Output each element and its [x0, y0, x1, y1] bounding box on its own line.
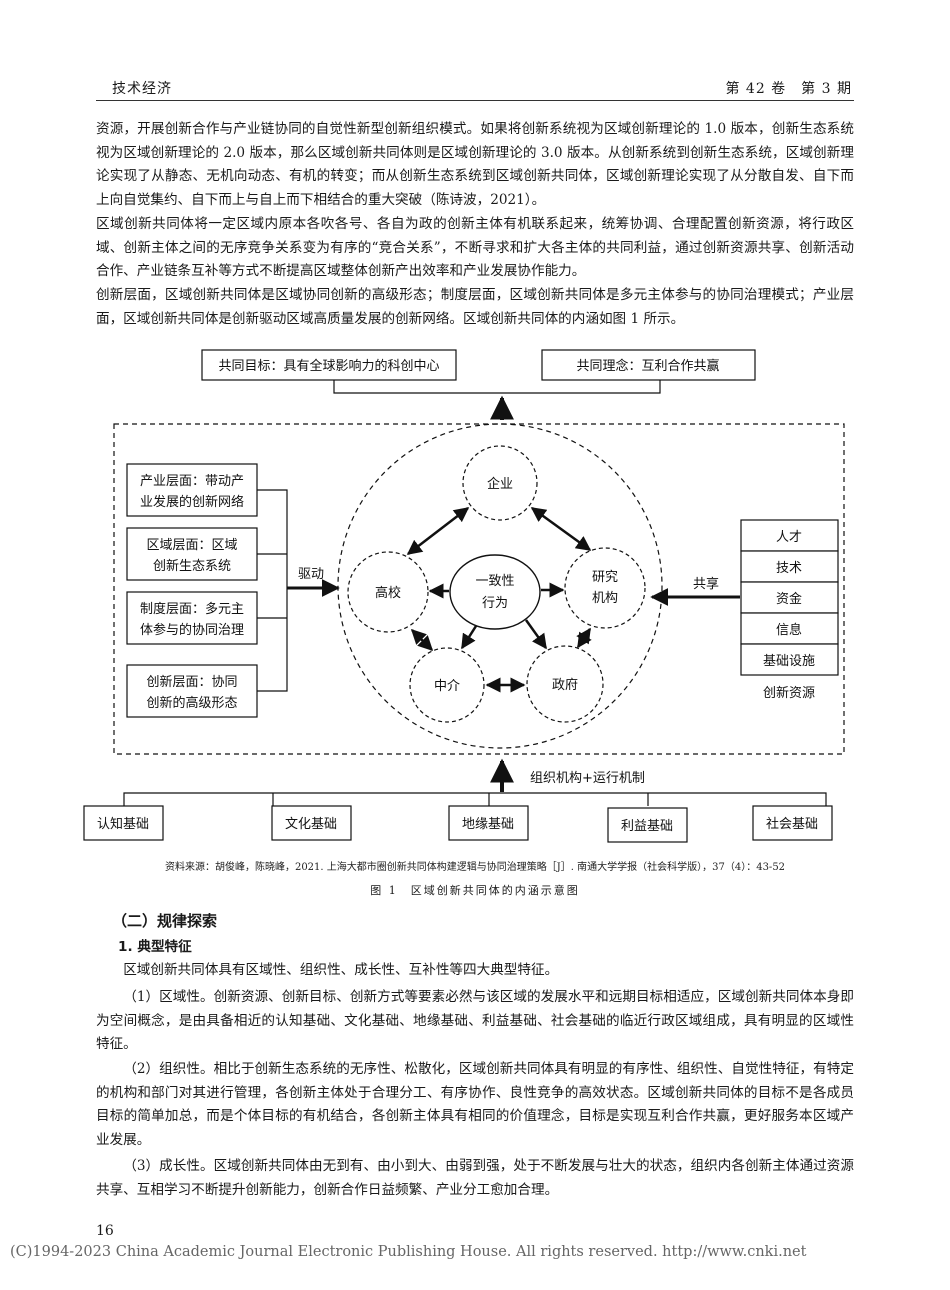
goal-box	[201, 349, 457, 381]
foundation-cultural-label: 文化基础	[285, 817, 337, 832]
arrow-research-government	[576, 627, 592, 649]
node-research-label-1: 研究	[592, 570, 618, 585]
resource-information-label: 信息	[776, 622, 802, 638]
foundation-social	[752, 805, 833, 841]
subsection-title: 1. 典型特征	[118, 939, 192, 955]
drive-label: 驱动	[298, 567, 324, 582]
goal-bracket	[333, 380, 661, 394]
paragraph-2: 区域创新共同体将一定区域内原本各吹各号、各自为政的创新主体有机联系起来，统筹协调…	[96, 216, 854, 279]
center-label-2: 行为	[482, 596, 508, 611]
node-government	[526, 645, 604, 723]
figure-regional-innovation-community: 共同目标：具有全球影响力的科创中心 共同理念：互利合作共赢 产业层面：带动产 业…	[83, 349, 845, 843]
node-enterprise-label: 企业	[487, 476, 513, 492]
mechanism-label: 组织机构+运行机制	[530, 771, 645, 786]
figure-caption: 图 1 区域创新共同体的内涵示意图	[370, 884, 580, 897]
arrow-center-intermediary	[460, 625, 478, 650]
arrow-enterprise-research	[530, 506, 592, 552]
level-innovation-line1: 创新层面：协同	[146, 674, 237, 690]
body-paragraph-regionality: （1）区域性。创新资源、创新目标、创新方式等要素必然与该区域的发展水平和远期目标…	[96, 989, 854, 1052]
foundation-interest	[607, 807, 688, 843]
foundation-social-label: 社会基础	[766, 816, 818, 832]
journal-name: 技术经济	[112, 81, 172, 97]
paragraph-1: 资源，开展创新合作与产业链协同的自觉性新型创新组织模式。如果将创新系统视为区域创…	[96, 121, 854, 208]
node-university-label: 高校	[375, 585, 401, 601]
page-number: 16	[96, 1223, 114, 1239]
center-consistent-behavior	[449, 554, 541, 630]
paragraph-3: 创新层面，区域创新共同体是区域协同创新的高级形态；制度层面，区域创新共同体是多元…	[96, 287, 854, 327]
resource-information	[740, 612, 839, 645]
share-label: 共享	[693, 576, 719, 592]
level-innovation-line2: 创新的高级形态	[146, 695, 237, 711]
figure-source: 资料来源：胡俊峰，陈晓峰，2021. 上海大都市圈创新共同体构建逻辑与协同治理策…	[164, 862, 786, 873]
level-institution-line2: 体参与的协同治理	[140, 622, 244, 638]
resource-talent-label: 人才	[776, 530, 802, 545]
node-research	[564, 547, 646, 629]
level-region-line1: 区域层面：区域	[146, 538, 237, 553]
resource-infrastructure-label: 基础设施	[763, 654, 815, 669]
foundations-bracket	[123, 792, 827, 806]
section-title: （二）规律探索	[112, 912, 218, 930]
body-paragraph-growth: （3）成长性。区域创新共同体由无到有、由小到大、由弱到强，处于不断发展与壮大的状…	[96, 1158, 854, 1198]
foundation-cognitive	[83, 805, 164, 841]
volume-issue: 第 42 卷 第 3 期	[725, 81, 852, 97]
center-label-1: 一致性	[475, 574, 514, 589]
body-paragraph-organization: （2）组织性。相比于创新生态系统的无序性、松散化，区域创新共同体具有明显的有序性…	[96, 1061, 854, 1148]
foundation-cognitive-label: 认知基础	[97, 816, 149, 832]
resource-infrastructure	[740, 643, 839, 676]
arrow-university-intermediary	[410, 628, 434, 652]
foundation-cultural	[271, 805, 352, 841]
foundation-geographic	[448, 805, 529, 841]
resources-title: 创新资源	[763, 685, 815, 701]
resource-technology-label: 技术	[776, 561, 802, 576]
body-paragraph-1: 区域创新共同体具有区域性、组织性、成长性、互补性等四大典型特征。	[123, 962, 559, 978]
concept-label: 共同理念：互利合作共赢	[576, 358, 719, 374]
actors-circle	[337, 423, 663, 749]
arrow-center-government	[524, 619, 548, 650]
node-research-label-2: 机构	[592, 591, 618, 606]
level-industry-line2: 业发展的创新网络	[140, 494, 244, 510]
concept-box	[541, 349, 756, 381]
arrow-enterprise-university	[406, 507, 470, 555]
header-divider	[96, 100, 854, 101]
resource-technology	[740, 550, 839, 583]
level-industry-line1: 产业层面：带动产	[140, 474, 244, 489]
node-government-label: 政府	[552, 678, 578, 693]
level-region-line2: 创新生态系统	[153, 558, 231, 574]
level-institution-line1: 制度层面：多元主	[140, 601, 244, 617]
node-intermediary	[409, 647, 485, 723]
node-university	[347, 551, 429, 633]
goal-label: 共同目标：具有全球影响力的科创中心	[218, 358, 439, 374]
resource-capital-label: 资金	[776, 591, 802, 607]
levels-bracket	[257, 489, 288, 692]
foundation-geographic-label: 地缘基础	[462, 817, 514, 832]
community-frame	[113, 423, 845, 755]
foundation-interest-label: 利益基础	[621, 819, 673, 834]
copyright-notice: (C)1994-2023 China Academic Journal Elec…	[10, 1244, 807, 1260]
node-intermediary-label: 中介	[434, 679, 460, 694]
node-enterprise	[462, 445, 538, 521]
